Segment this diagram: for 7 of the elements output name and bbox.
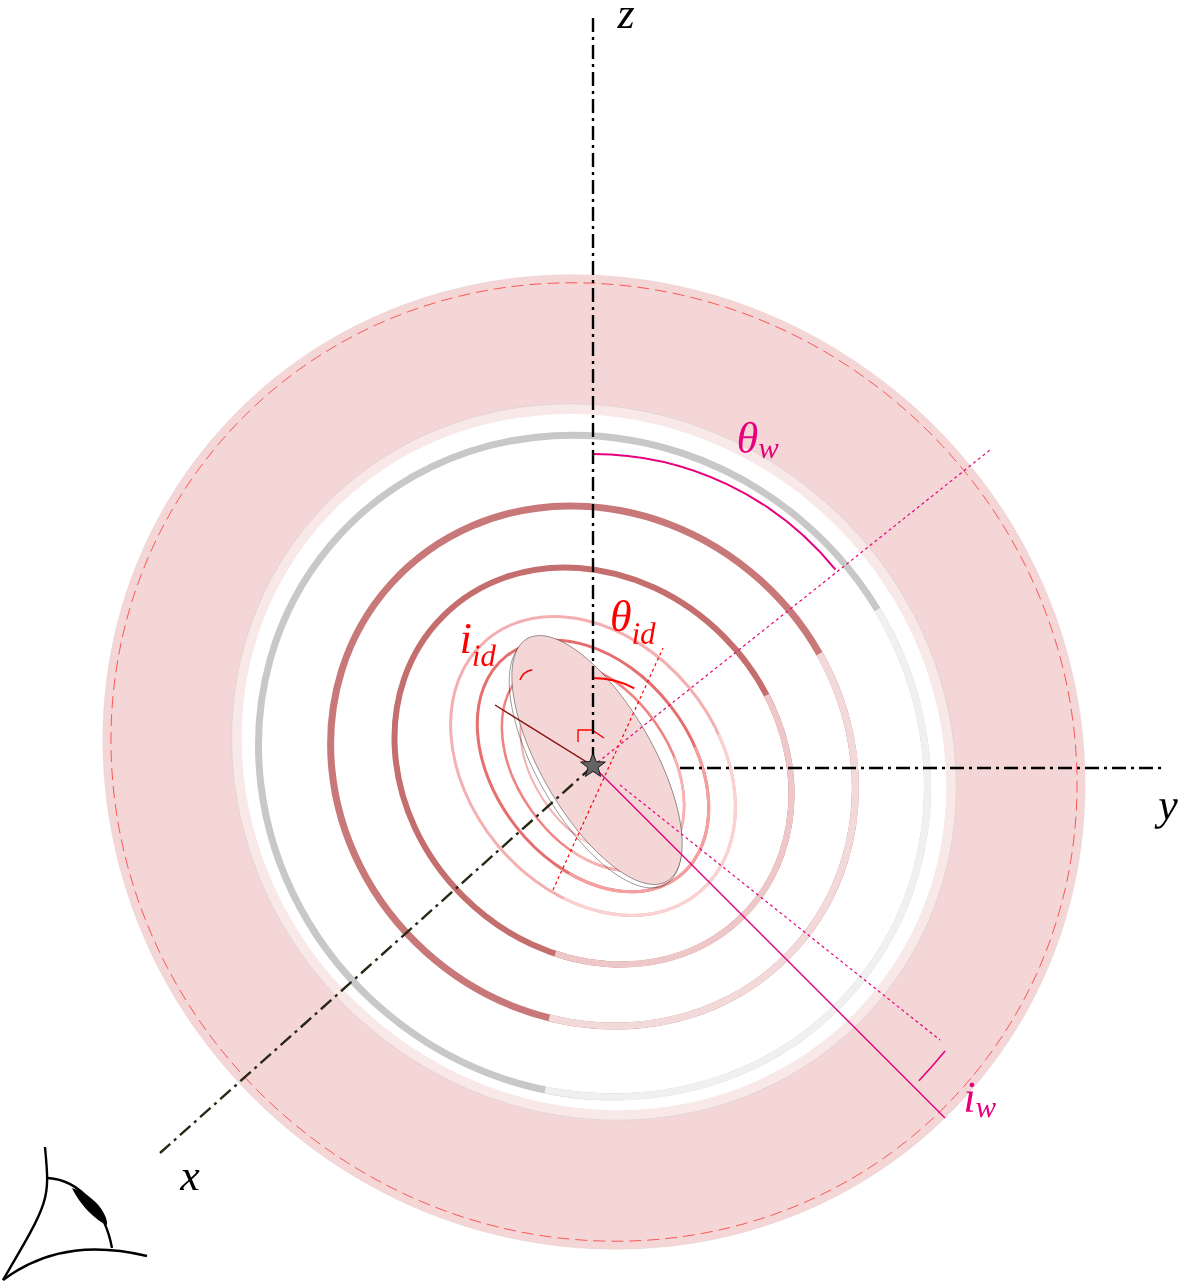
angle-label: i$_{w}$ [965, 1082, 996, 1118]
axis-label: y [1154, 799, 1178, 829]
angle-label: i$_{id}$ [462, 623, 496, 667]
axis-label: z [616, 7, 634, 29]
axis-label: x [179, 1169, 200, 1191]
angle-label: θ$_{id}$ [612, 600, 656, 644]
angle-label: θ$_{w}$ [738, 421, 779, 459]
